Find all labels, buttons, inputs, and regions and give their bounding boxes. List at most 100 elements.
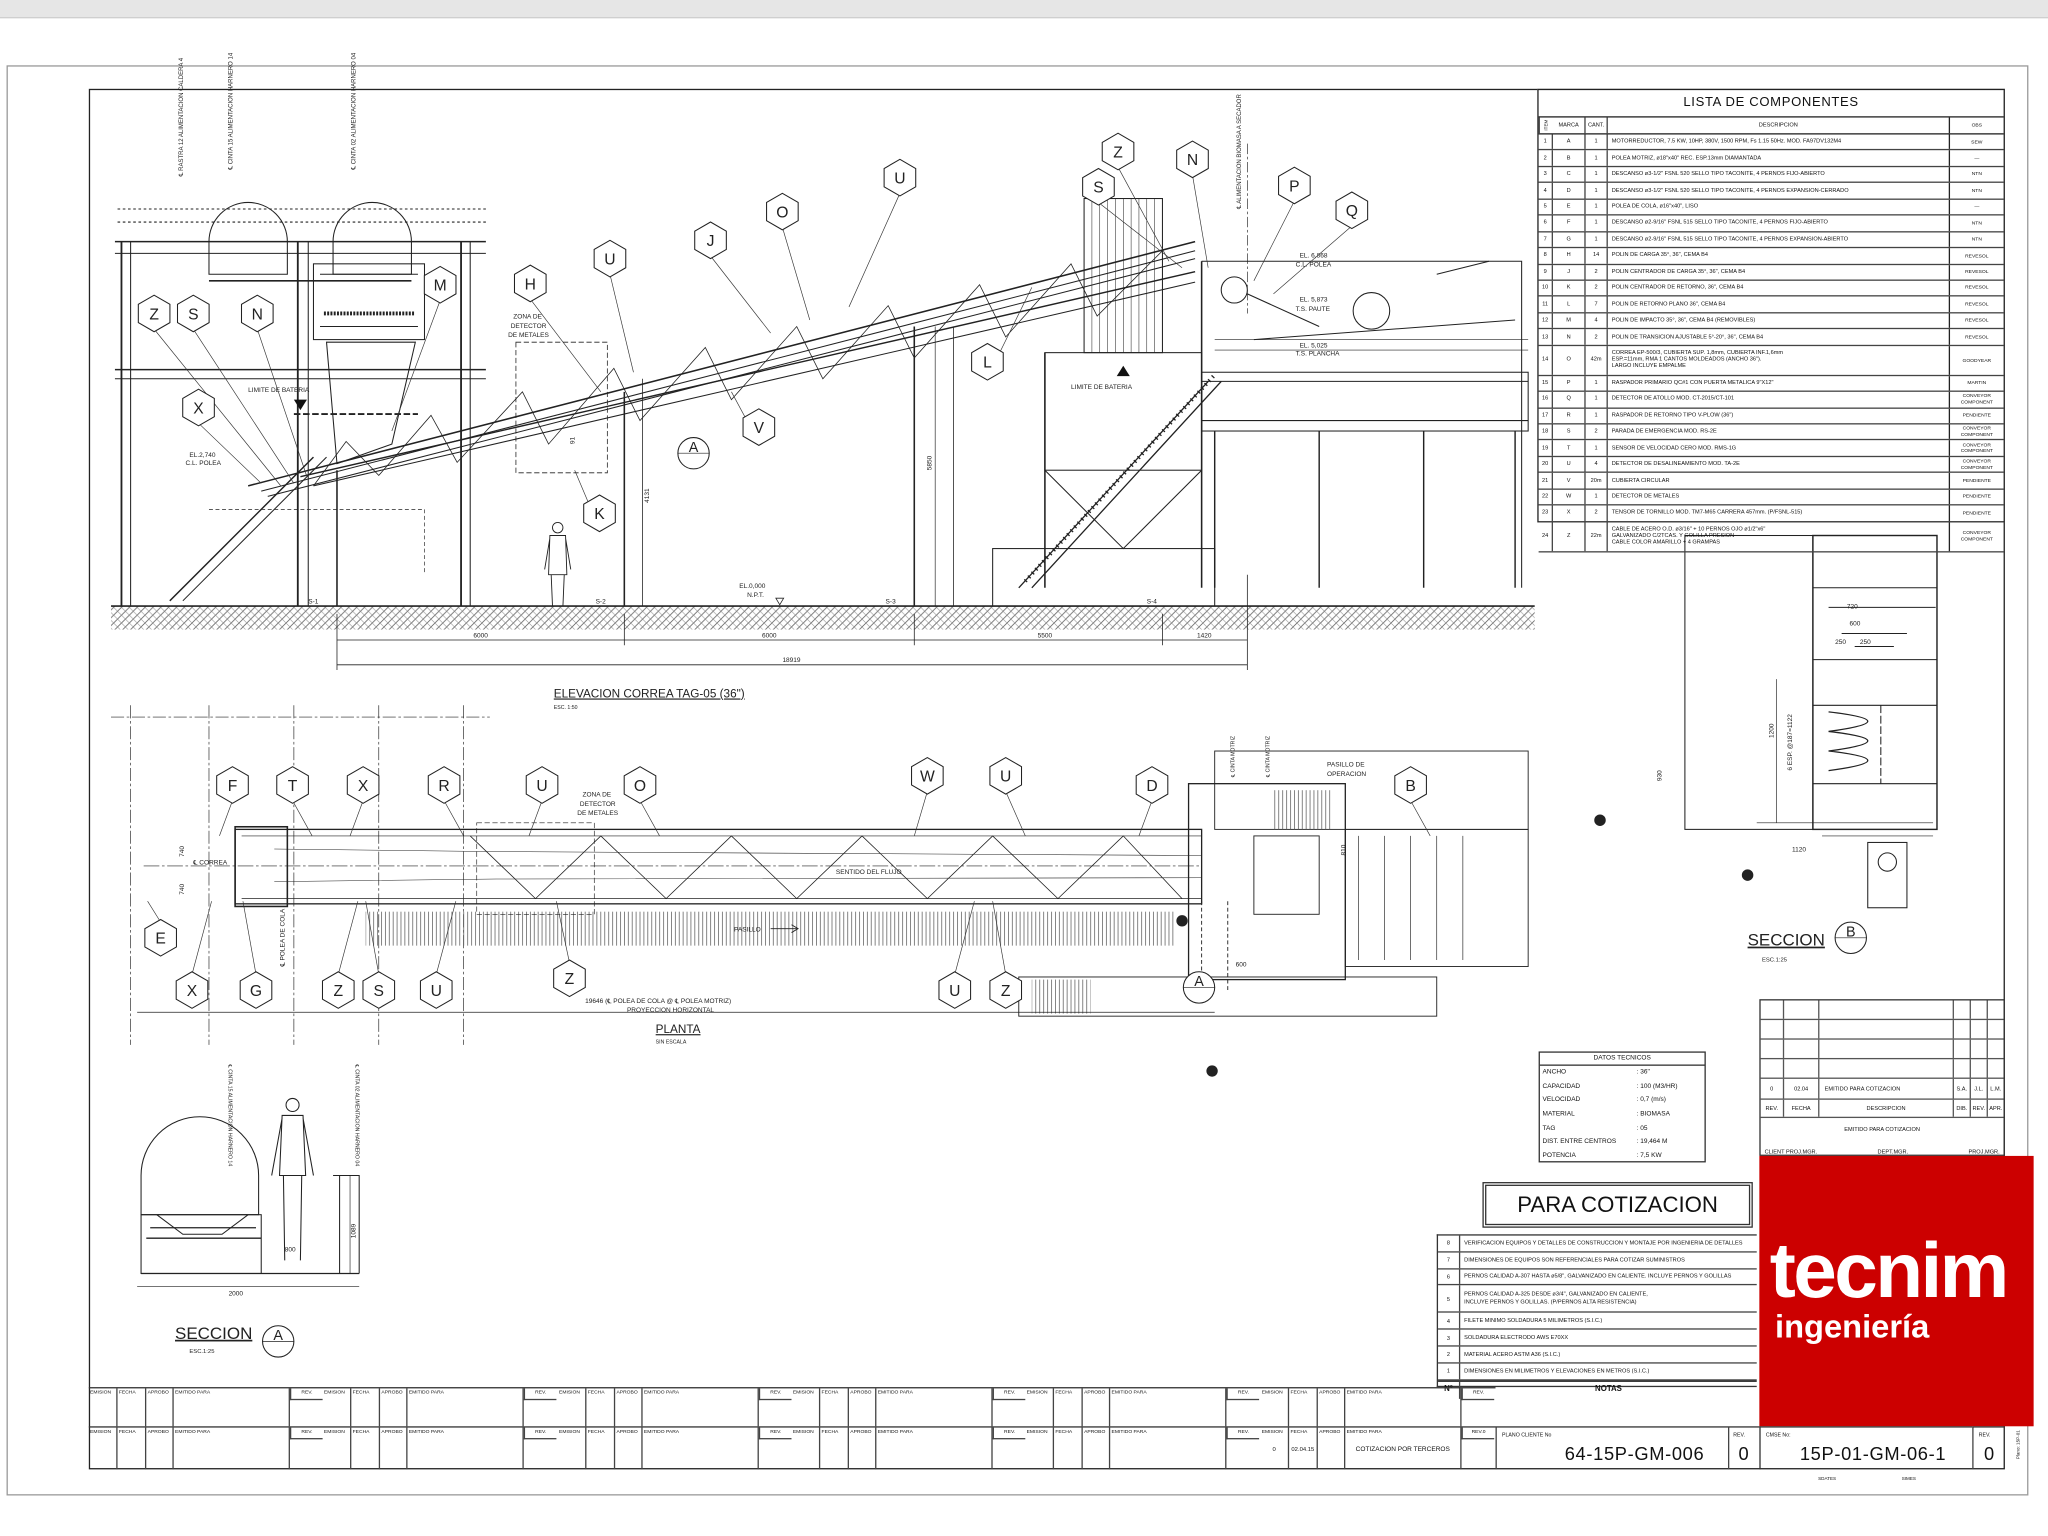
- title-strip-aprobo-cell: APROBO: [615, 1388, 643, 1427]
- leader-line: [191, 901, 212, 975]
- signature-dept-mgr: DEPT.MGR.: [1877, 1147, 1909, 1154]
- conveyor-supports: [336, 326, 936, 607]
- component-qty: 1: [1586, 440, 1608, 456]
- callout-hexagon: X: [346, 766, 380, 804]
- plano-cliente-cell: PLANO CLIENTE No 64-15P-GM-006: [1495, 1426, 1728, 1470]
- drawing-frame: [88, 88, 2005, 1470]
- title-strip-emitido-label: EMITIDO PARA: [408, 1389, 444, 1395]
- component-obs: REVESOL: [1965, 334, 1989, 340]
- rev-drawn-by: S.A.: [1954, 1078, 1971, 1099]
- title-strip-emitido-cell: EMITIDO PARA: [876, 1427, 993, 1470]
- revision-empty-row: [1760, 1000, 2004, 1021]
- hexagon-shape: [938, 971, 972, 1009]
- leader-line: [256, 329, 308, 477]
- plan-dim-600: 600: [1236, 962, 1247, 969]
- logo-subtitle: ingeniería: [1775, 1308, 1930, 1346]
- callout-hexagon: Z: [137, 294, 171, 333]
- technical-data-row: CAPACIDAD: 100 (M3/HR): [1540, 1080, 1705, 1094]
- hexagon-shape: [419, 971, 453, 1009]
- rev-number: 0: [1761, 1078, 1785, 1099]
- component-mark: T: [1553, 440, 1586, 456]
- el-tail-2: C.L. POLEA: [185, 460, 221, 467]
- hexagon-shape: [694, 221, 727, 260]
- component-list-title: LISTA DE COMPONENTES: [1538, 90, 2004, 118]
- section-a-dim-1089: 1089: [350, 1223, 357, 1238]
- title-strip-aprobo-cell: APROBO: [849, 1427, 877, 1470]
- component-mark: B: [1553, 150, 1586, 166]
- note-number: 8: [1438, 1235, 1461, 1251]
- component-item: 24: [1539, 521, 1553, 551]
- leader-line: [443, 800, 464, 837]
- section-marker-letter: A: [689, 440, 699, 456]
- title-strip-emitido-label: EMITIDO PARA: [643, 1389, 680, 1395]
- component-qty: 2: [1586, 329, 1608, 345]
- title-strip-rev-label: REV.0: [1471, 1428, 1486, 1435]
- elevation-dimensions: [336, 326, 1248, 671]
- callout-letter: U: [604, 251, 615, 268]
- leader-line: [782, 227, 811, 321]
- hexagon-shape: [423, 265, 457, 304]
- component-item: 16: [1539, 391, 1553, 407]
- hexagon-shape: [883, 158, 917, 197]
- title-strip-fecha-cell: FECHA: [1289, 1388, 1318, 1427]
- callout-letter: T: [288, 778, 298, 795]
- component-qty: 4: [1586, 313, 1608, 329]
- callout-hexagon: B: [1394, 766, 1427, 804]
- callout-letter: Z: [149, 306, 159, 323]
- section-b-scale: ESC.1:25: [1762, 957, 1788, 963]
- component-item: 11: [1539, 296, 1553, 312]
- component-obs: PENDIENTE: [1962, 412, 1991, 419]
- callout-letter: U: [536, 778, 547, 795]
- title-strip-emitido-cell: EMITIDO PARA: [408, 1427, 524, 1470]
- footer-simes: SIMES: [1901, 1475, 1916, 1482]
- dim-height-5850: 5850: [926, 455, 933, 470]
- title-strip-aprobo-cell: APROBO: [146, 1388, 174, 1427]
- component-description: POLIN CENTRADOR DE RETORNO, 36", CEMA B4: [1608, 280, 1951, 296]
- title-strip-fecha-cell: FECHA: [1054, 1388, 1083, 1427]
- callout-letter: L: [983, 355, 992, 372]
- sheet-border: [6, 65, 2029, 1496]
- title-strip-aprobo-label: APROBO: [1319, 1389, 1341, 1395]
- leader-line: [1005, 791, 1026, 837]
- hexagon-shape: [1101, 132, 1135, 171]
- el-ground-2: N.P.T.: [747, 592, 764, 599]
- component-mark: F: [1553, 215, 1586, 231]
- component-mark: G: [1553, 231, 1586, 247]
- section-a-view: [137, 1097, 360, 1287]
- title-strip-emitido-label: EMITIDO PARA: [877, 1389, 913, 1395]
- title-strip-emision-value: 0: [1272, 1445, 1276, 1453]
- callout-hexagon: O: [623, 766, 657, 804]
- elevation-view: [111, 143, 1535, 671]
- title-strip-emitido-label: EMITIDO PARA: [1111, 1389, 1147, 1395]
- component-item: 10: [1539, 280, 1553, 296]
- section-a-dim-2000: 2000: [229, 1291, 244, 1298]
- technical-data-value: : 0,7 (m/s): [1636, 1096, 1666, 1105]
- side-plano-label: Plano: 15P-01: [2015, 1430, 2021, 1460]
- hexagon-shape: [989, 971, 1023, 1009]
- leader-line: [954, 901, 975, 975]
- cmse-rev-label: REV.: [1978, 1431, 1991, 1439]
- component-qty: 1: [1586, 489, 1608, 505]
- component-item: 21: [1539, 473, 1553, 489]
- callout-letter: U: [949, 983, 960, 1000]
- callout-hexagon: E: [144, 918, 177, 957]
- callout-letter: W: [920, 769, 935, 786]
- header-obs: OBS: [1971, 122, 1983, 128]
- callout-hexagon: H: [513, 264, 547, 303]
- title-strip-emision-label: EMISION: [323, 1428, 345, 1435]
- limite-bateria-right: LIMITE DE BATERIA: [1071, 384, 1133, 391]
- title-strip-fecha-cell: FECHA: [820, 1427, 849, 1470]
- title-strip-rev-label: REV.: [1004, 1389, 1016, 1395]
- title-strip-fecha-value: 02.04.15: [1291, 1445, 1315, 1453]
- note-number: 2: [1438, 1346, 1461, 1362]
- component-obs: NTN: [1971, 220, 1982, 226]
- plan-zona-detector-3: DE METALES: [577, 810, 618, 817]
- title-strip-aprobo-cell: APROBO: [380, 1427, 408, 1470]
